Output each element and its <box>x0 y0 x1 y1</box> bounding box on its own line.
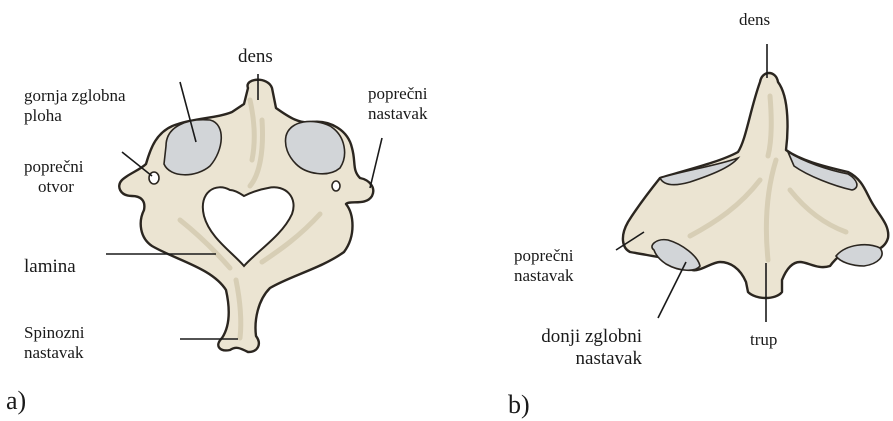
label-transverse-process-a-line1: poprečni <box>368 84 427 104</box>
label-transverse-foramen-line1: poprečni <box>24 157 83 177</box>
label-dens-b: dens <box>739 10 770 30</box>
label-transverse-process-b: poprečni nastavak <box>514 246 573 285</box>
label-transverse-foramen: poprečni otvor <box>24 157 83 196</box>
panel-a-vertebra-drawing <box>119 80 373 352</box>
panel-b-label: b) <box>508 390 530 420</box>
leader-transverse-process-a <box>370 138 382 188</box>
label-dens-a: dens <box>238 46 273 68</box>
panel-b-vertebra-drawing <box>623 73 888 298</box>
label-superior-facet-line2: ploha <box>24 106 126 126</box>
label-transverse-process-a: poprečni nastavak <box>368 84 427 123</box>
leader-inferior-facet <box>658 262 686 318</box>
label-superior-facet-line1: gornja zglobna <box>24 86 126 106</box>
panel-a-label: a) <box>6 386 26 416</box>
label-lamina: lamina <box>24 256 76 278</box>
label-superior-facet: gornja zglobna ploha <box>24 86 126 125</box>
label-inferior-facet-line2: nastavak <box>496 348 642 370</box>
label-transverse-process-a-line2: nastavak <box>368 104 427 124</box>
label-body: trup <box>750 330 777 350</box>
label-transverse-process-b-line1: poprečni <box>514 246 573 266</box>
label-spinous-process-line1: Spinozni <box>24 323 84 343</box>
label-transverse-foramen-line2: otvor <box>24 177 83 197</box>
label-spinous-process-line2: nastavak <box>24 343 84 363</box>
label-inferior-facet: donji zglobni nastavak <box>496 326 642 370</box>
label-transverse-process-b-line2: nastavak <box>514 266 573 286</box>
label-spinous-process: Spinozni nastavak <box>24 323 84 362</box>
transverse-foramen-right <box>332 181 340 191</box>
label-inferior-facet-line1: donji zglobni <box>496 326 642 348</box>
